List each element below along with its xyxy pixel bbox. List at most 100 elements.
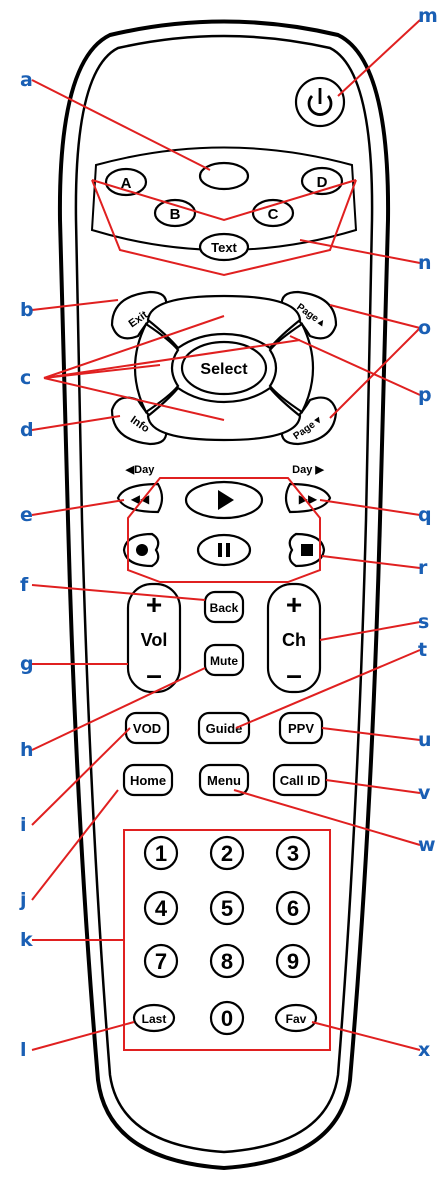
record-button[interactable] <box>122 532 160 568</box>
callout-l: l <box>20 1039 27 1061</box>
record-icon <box>136 544 148 556</box>
vod-button-label: VOD <box>133 721 161 736</box>
callout-c: c <box>20 367 31 389</box>
button-b[interactable]: B <box>153 198 197 228</box>
callout-j: j <box>19 889 27 911</box>
callout-lines <box>31 19 421 1051</box>
channel-up-label: + <box>286 589 302 620</box>
callout-h: h <box>20 739 34 761</box>
callout-u: u <box>418 729 432 751</box>
callout-w: w <box>418 834 436 856</box>
callout-groups <box>91 179 357 583</box>
channel-rocker[interactable]: + Ch – <box>266 582 322 694</box>
select-button-label: Select <box>200 361 248 378</box>
button-c-label: C <box>268 206 279 223</box>
fast-forward-icon: ▶▶ <box>299 492 318 506</box>
digit-8-button[interactable]: 8 <box>209 943 245 979</box>
dpad-down[interactable] <box>146 386 302 442</box>
text-button[interactable]: Text <box>198 232 250 262</box>
button-b-label: B <box>170 206 181 223</box>
button-a-label: A <box>121 175 132 192</box>
play-icon <box>218 490 234 510</box>
power-icon <box>307 88 333 116</box>
volume-up-label: + <box>146 589 162 620</box>
digit-1-button[interactable]: 1 <box>143 835 179 871</box>
digit-9-button[interactable]: 9 <box>275 943 311 979</box>
guide-button-label: Guide <box>206 721 243 736</box>
callout-s: s <box>418 611 429 633</box>
select-button[interactable]: Select <box>180 340 268 396</box>
back-button-label: Back <box>210 601 239 615</box>
callout-i: i <box>20 814 27 836</box>
text-button-label: Text <box>211 240 237 255</box>
digit-3-button[interactable]: 3 <box>275 835 311 871</box>
fast-forward-button[interactable]: ▶▶ <box>284 482 332 514</box>
day-back-label: ◀Day <box>125 464 156 476</box>
digit-1-label: 1 <box>155 841 167 866</box>
power-button[interactable] <box>294 76 346 128</box>
callout-e: e <box>20 504 33 526</box>
pause-icon <box>218 543 230 557</box>
callout-k: k <box>20 929 33 951</box>
digit-0-label: 0 <box>221 1006 233 1031</box>
button-c[interactable]: C <box>251 198 295 228</box>
digit-7-label: 7 <box>155 949 167 974</box>
callout-d: d <box>20 419 34 441</box>
mute-button[interactable]: Mute <box>203 643 245 677</box>
digit-7-button[interactable]: 7 <box>143 943 179 979</box>
digit-0-button[interactable]: 0 <box>209 1000 245 1036</box>
play-button[interactable] <box>184 480 264 520</box>
button-a[interactable]: A <box>104 167 148 197</box>
button-d-label: D <box>317 174 328 191</box>
vod-button[interactable]: VOD <box>124 711 170 745</box>
digit-8-label: 8 <box>221 949 233 974</box>
digit-3-label: 3 <box>287 841 299 866</box>
channel-down-label: – <box>286 659 302 690</box>
callout-a: a <box>20 69 33 91</box>
guide-button[interactable]: Guide <box>197 711 251 745</box>
callout-o: o <box>418 317 431 339</box>
menu-button-label: Menu <box>207 773 241 788</box>
dpad-left[interactable] <box>133 322 180 414</box>
button-blank-top[interactable] <box>198 161 250 191</box>
callout-t: t <box>418 639 427 661</box>
channel-label: Ch <box>282 630 306 650</box>
digit-6-label: 6 <box>287 896 299 921</box>
callout-p: p <box>418 384 432 406</box>
callout-letters: a b c d e f g h i j k l m n o p q r s t … <box>19 5 438 1061</box>
fav-button[interactable]: Fav <box>274 1003 318 1033</box>
stop-icon <box>301 544 313 556</box>
callout-n: n <box>418 252 432 274</box>
digit-6-button[interactable]: 6 <box>275 890 311 926</box>
callout-x: x <box>418 1039 430 1061</box>
digit-9-label: 9 <box>287 949 299 974</box>
call-id-button-label: Call ID <box>280 773 320 788</box>
digit-5-button[interactable]: 5 <box>209 890 245 926</box>
callout-q: q <box>418 504 432 526</box>
digit-2-button[interactable]: 2 <box>209 835 245 871</box>
volume-rocker[interactable]: + Vol – <box>126 582 182 694</box>
directional-pad: Select <box>133 294 315 442</box>
pause-button[interactable] <box>196 533 252 567</box>
fav-button-label: Fav <box>286 1012 307 1026</box>
last-button[interactable]: Last <box>132 1003 176 1033</box>
ppv-button[interactable]: PPV <box>278 711 324 745</box>
stop-button[interactable] <box>288 532 326 568</box>
ppv-button-label: PPV <box>288 721 314 736</box>
call-id-button[interactable]: Call ID <box>272 763 328 797</box>
callout-b: b <box>20 299 34 321</box>
digit-2-label: 2 <box>221 841 233 866</box>
back-button[interactable]: Back <box>203 590 245 624</box>
volume-label: Vol <box>141 630 168 650</box>
home-button[interactable]: Home <box>122 763 174 797</box>
digit-4-button[interactable]: 4 <box>143 890 179 926</box>
mute-button-label: Mute <box>210 654 238 668</box>
volume-down-label: – <box>146 659 162 690</box>
callout-g: g <box>20 653 34 675</box>
abcd-button-panel <box>90 146 358 251</box>
last-button-label: Last <box>142 1012 167 1026</box>
callout-m: m <box>418 5 438 27</box>
home-button-label: Home <box>130 773 166 788</box>
menu-button[interactable]: Menu <box>198 763 250 797</box>
